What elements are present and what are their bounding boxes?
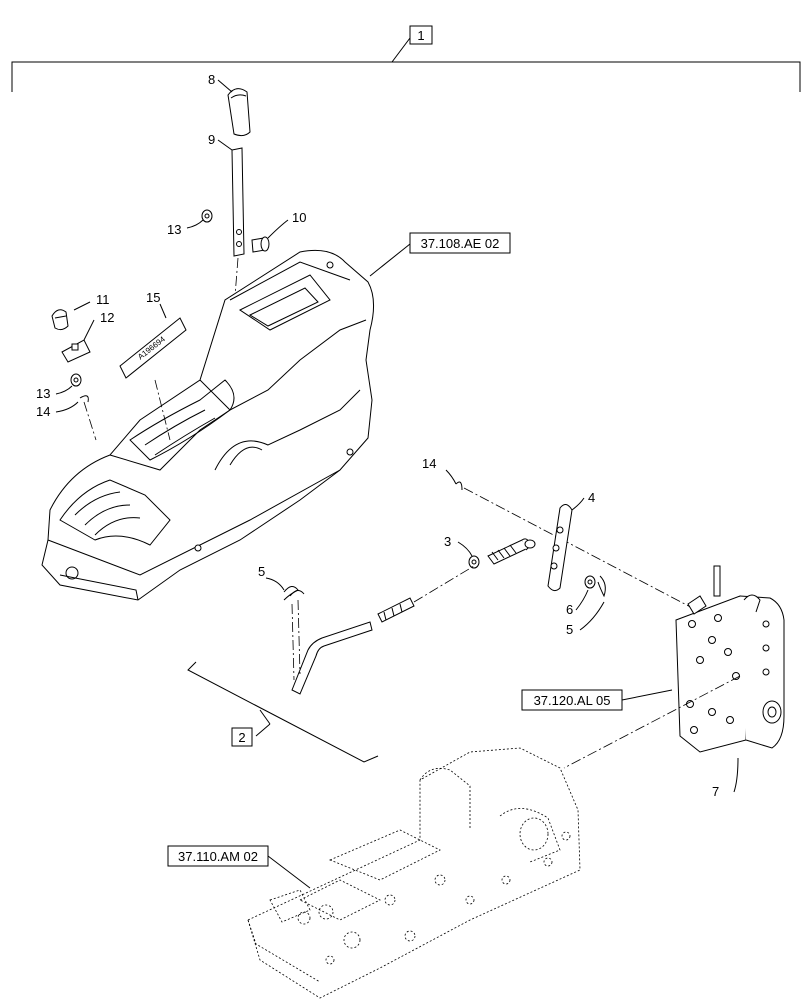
nut-part-lower (70, 373, 82, 387)
callout-5-left: 5 (258, 564, 265, 579)
adjust-knob-part (51, 309, 69, 331)
console-housing-part (41, 249, 374, 601)
clip-part-left (79, 395, 89, 403)
nut-part-upper (201, 209, 213, 223)
callout-14-left: 14 (36, 404, 50, 419)
callout-5-right: 5 (566, 622, 573, 637)
link-plate-part (547, 504, 573, 592)
spring-clip-part-left (283, 586, 305, 601)
retainer-plate-part (61, 339, 91, 363)
callout-1: 1 (417, 28, 424, 43)
clip-part-right (455, 481, 463, 491)
callout-10: 10 (292, 210, 306, 225)
subassembly-bracket: 2 (187, 661, 379, 763)
callout-13-upper: 13 (167, 222, 181, 237)
callout-9: 9 (208, 132, 215, 147)
spring-clip-part-right (597, 575, 606, 598)
decal-part: A196694 (119, 317, 187, 379)
callout-7: 7 (712, 784, 719, 799)
callout-6: 6 (566, 602, 573, 617)
jam-nut-part (468, 555, 480, 569)
callout-15: 15 (146, 290, 160, 305)
washer-part (584, 575, 596, 589)
lift-housing-part (247, 747, 581, 999)
lever-arm-part (231, 147, 245, 257)
callout-8: 8 (208, 72, 215, 87)
callout-13-lower: 13 (36, 386, 50, 401)
lever-knob-part (227, 88, 251, 137)
callout-3: 3 (444, 534, 451, 549)
control-rod-part (291, 597, 415, 695)
callout-4: 4 (588, 490, 595, 505)
callout-14-right: 14 (422, 456, 436, 471)
callout-11: 11 (96, 292, 110, 307)
callout-2: 2 (238, 730, 245, 745)
callout-12: 12 (100, 310, 114, 325)
control-valve-part (675, 565, 785, 753)
assembly-bracket: 1 (11, 25, 801, 92)
threaded-rod-part (487, 538, 536, 565)
bolt-part (251, 236, 270, 253)
reference-37-108-ae-02: 37.108.AE 02 (421, 236, 500, 251)
reference-37-120-al-05: 37.120.AL 05 (534, 693, 611, 708)
reference-37-110-am-02: 37.110.AM 02 (178, 849, 258, 864)
